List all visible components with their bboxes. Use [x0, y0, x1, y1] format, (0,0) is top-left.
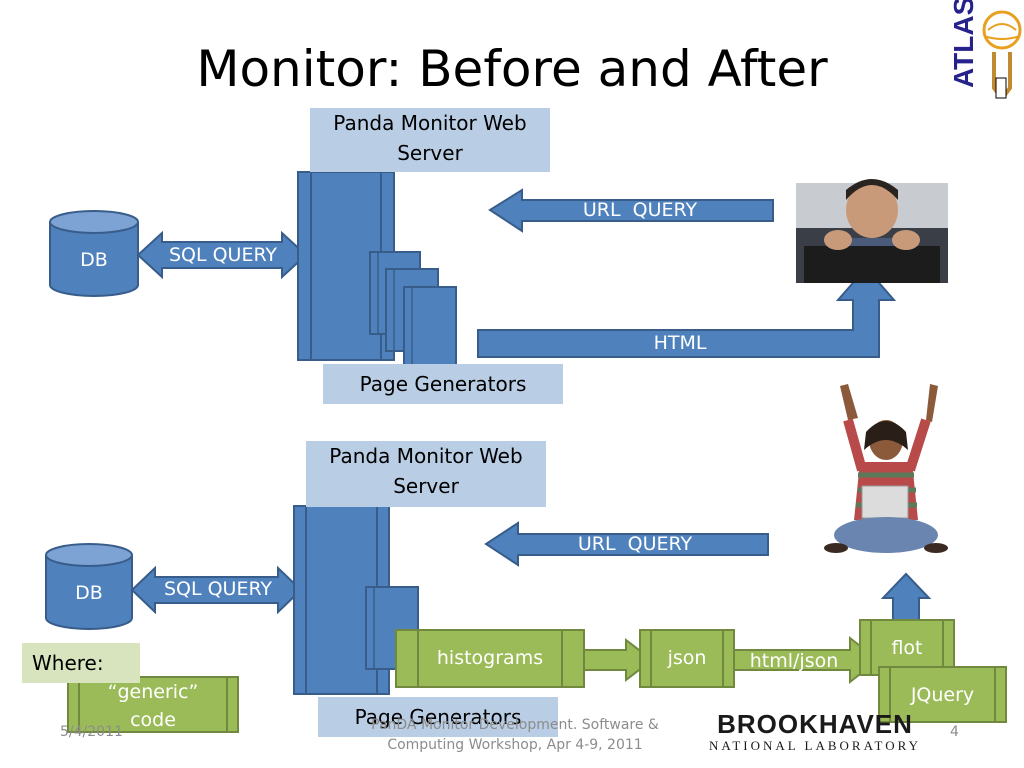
where-label: Where:	[22, 643, 140, 683]
html-label-before: HTML	[653, 332, 707, 354]
url-query-arrow-before	[488, 188, 774, 233]
page-generators-label-after: Page Generators	[318, 697, 558, 737]
generic-code-label: “generic” code	[107, 681, 199, 731]
histograms-box	[395, 629, 585, 688]
url-query-label-after: URL QUERY	[577, 533, 693, 555]
db-cylinder-after	[45, 543, 133, 630]
footer-date: 5/4/2011	[60, 724, 123, 740]
sql-query-label-before: SQL QUERY	[168, 244, 278, 266]
json-box	[639, 629, 735, 688]
brookhaven-logo: BROOKHAVEN NATIONAL LABORATORY	[700, 710, 930, 756]
json-label: json	[667, 647, 707, 669]
brookhaven-logo-bottom: NATIONAL LABORATORY	[709, 738, 921, 753]
footer-text: PanDA Monitor Development. Software & Co…	[360, 715, 670, 755]
brookhaven-logo-top: BROOKHAVEN	[717, 709, 913, 739]
web-server-label-after: Panda Monitor Web Server	[306, 441, 546, 507]
frustrated-user-photo	[796, 179, 948, 283]
url-query-arrow-after	[484, 521, 769, 567]
slide-title: Monitor: Before and After	[196, 40, 828, 98]
page-generators-label-before: Page Generators	[323, 364, 563, 404]
db-label-after: DB	[75, 582, 103, 604]
html-json-label: html/json	[749, 650, 839, 672]
atlas-logo	[982, 10, 1022, 99]
atlas-logo-text: ATLAS	[948, 0, 979, 88]
html-arrow-before	[477, 266, 897, 358]
page-generator-stack-before	[369, 251, 457, 370]
footer-text-line1: PanDA Monitor Development. Software &	[371, 717, 659, 733]
db-cylinder-before	[49, 210, 139, 297]
db-label-before: DB	[80, 249, 108, 271]
sql-query-label-after: SQL QUERY	[163, 578, 273, 600]
jquery-label: JQuery	[910, 684, 975, 706]
url-query-label-before: URL QUERY	[582, 199, 698, 221]
flot-up-arrow	[880, 572, 932, 621]
happy-user-photo	[824, 384, 948, 553]
histograms-label: histograms	[436, 647, 544, 669]
page-number: 4	[950, 724, 959, 740]
web-server-label-before: Panda Monitor Web Server	[310, 108, 550, 172]
jquery-box	[878, 666, 1007, 723]
footer-text-line2: Computing Workshop, Apr 4-9, 2011	[387, 737, 643, 753]
flot-label: flot	[891, 637, 923, 659]
generic-code-box	[67, 676, 239, 733]
